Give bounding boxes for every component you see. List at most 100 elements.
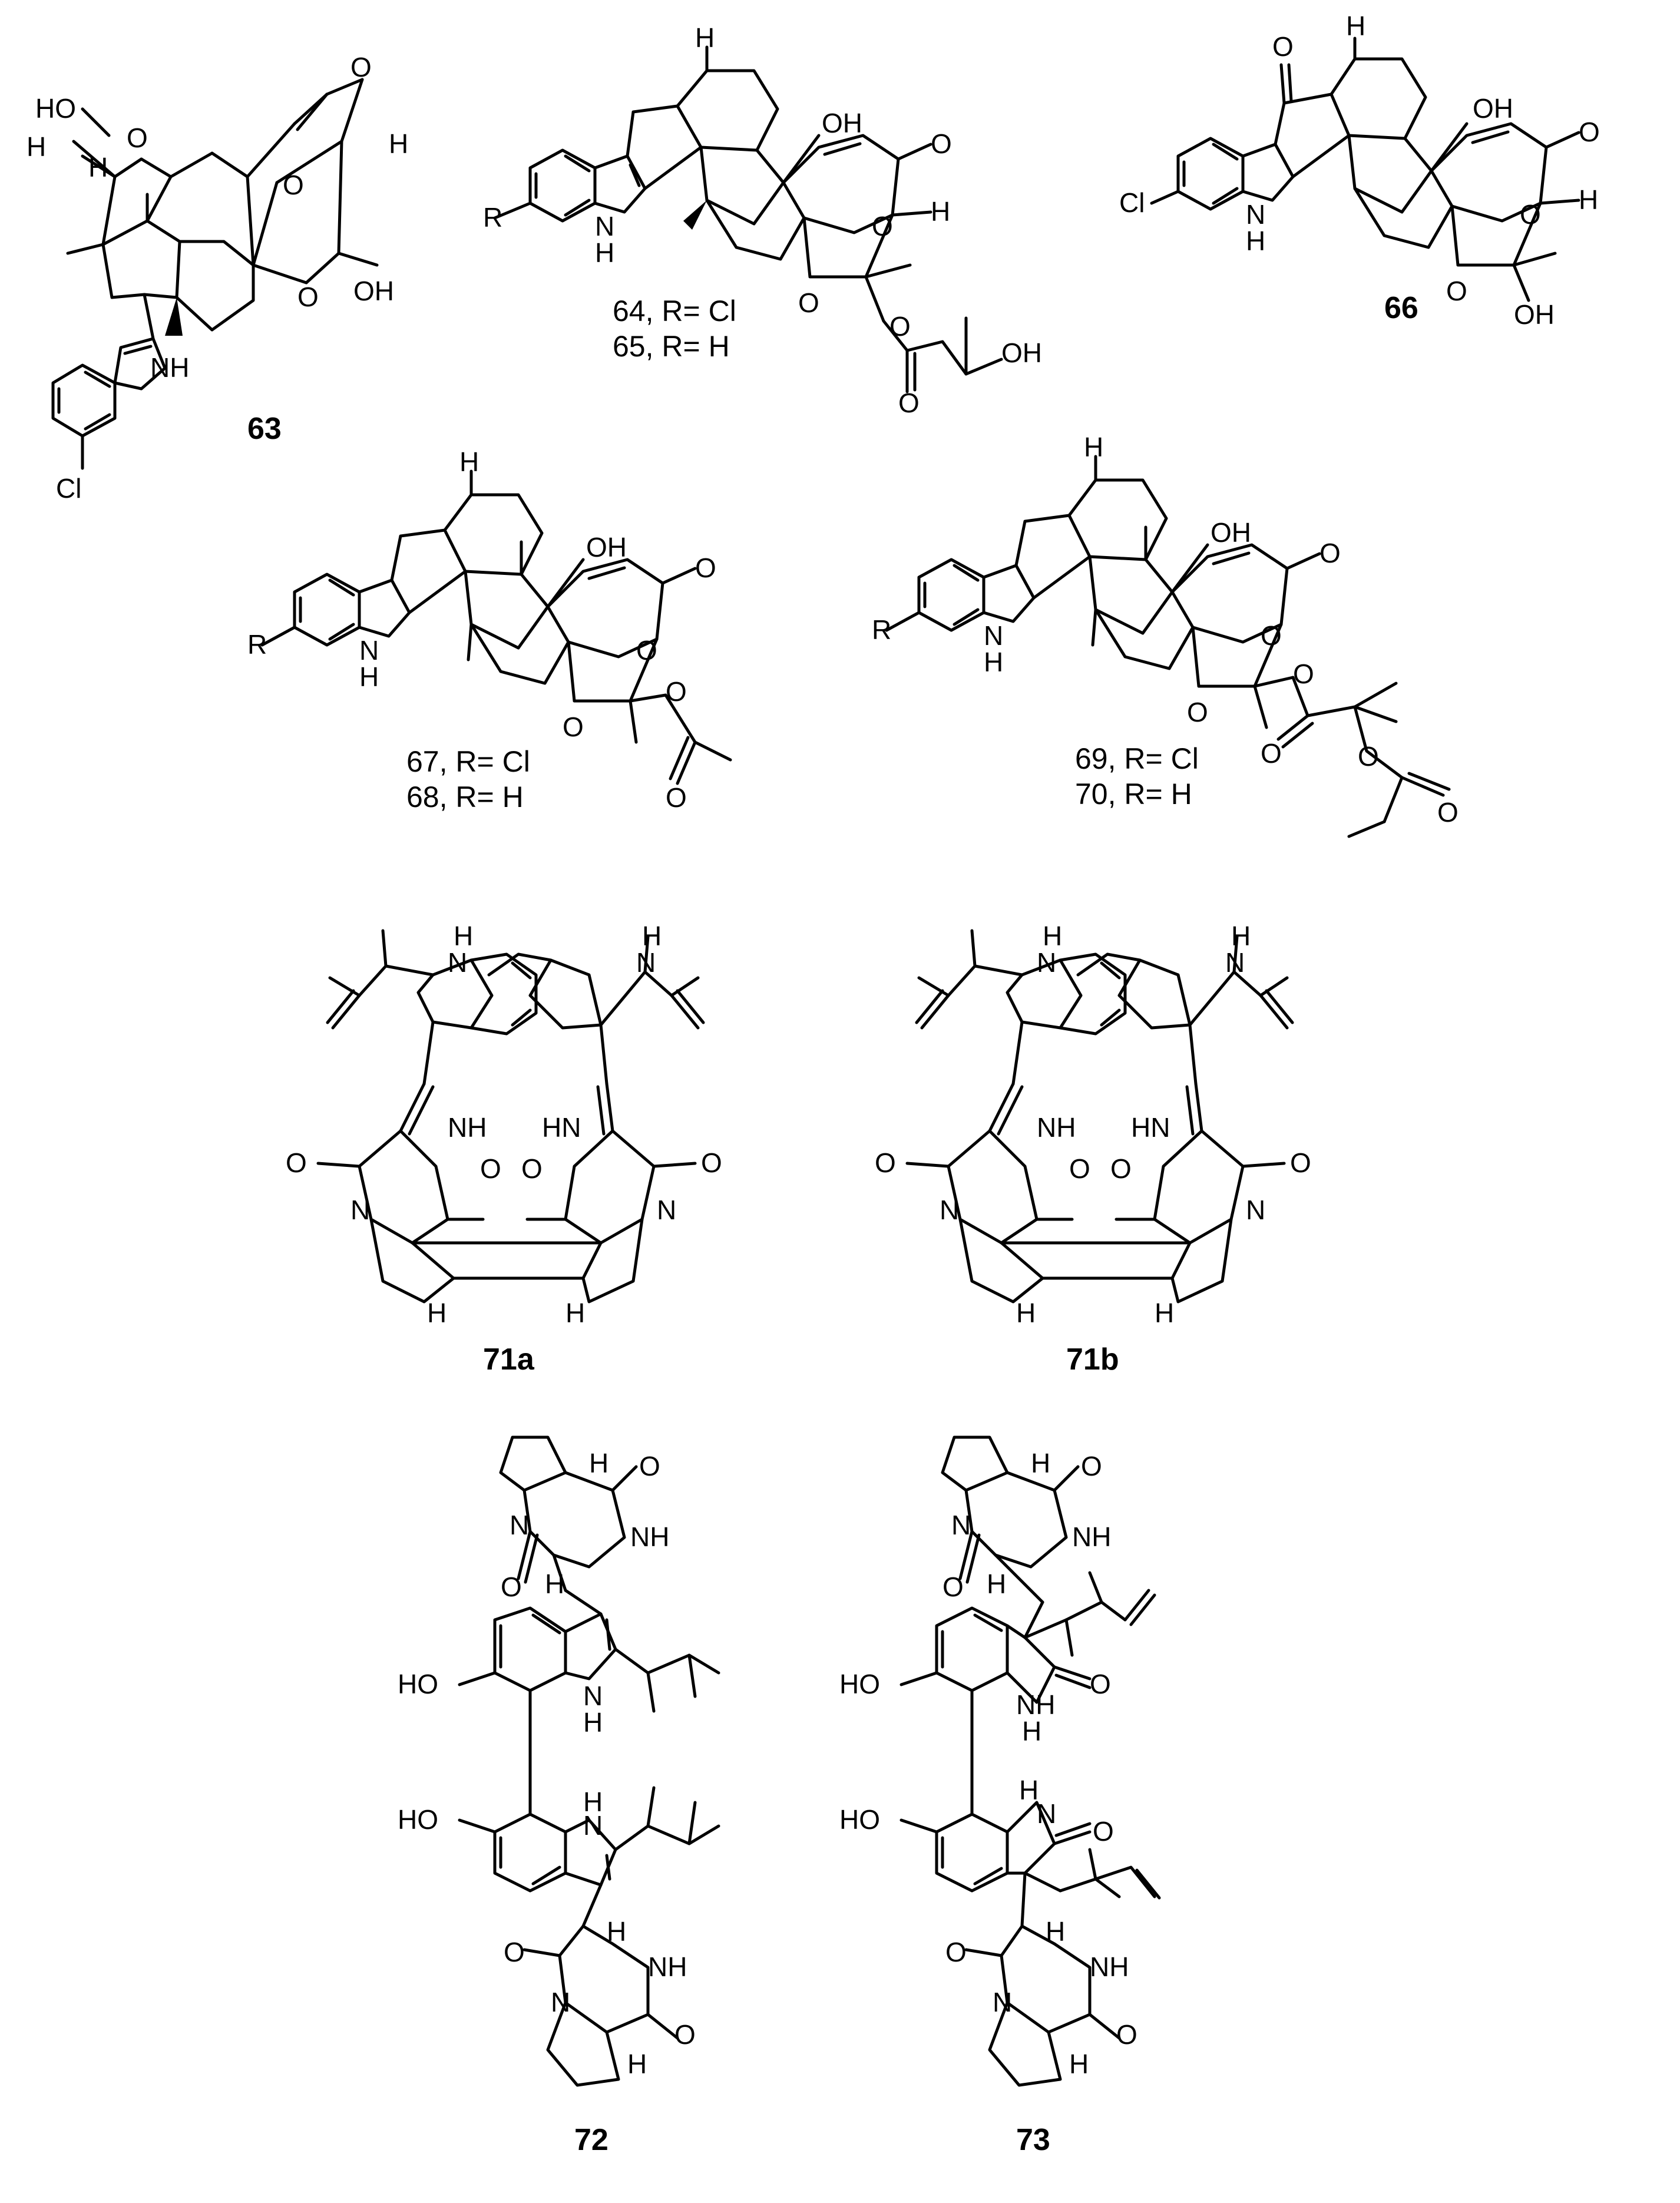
atom-n: N [551, 1987, 570, 2017]
atom-h: H [1579, 184, 1598, 215]
atom-o: O [1437, 797, 1459, 828]
structure-73: O H N NH O H HO O NH H H N HO O H O NH N… [839, 1435, 1161, 2157]
atom-n: N [984, 620, 1003, 651]
atom-oh: OH [586, 532, 627, 563]
atom-o: O [898, 388, 920, 418]
atom-o: O [674, 2019, 696, 2050]
atom-ho: HO [35, 93, 76, 124]
atom-o: O [127, 123, 148, 153]
atom-oh: OH [822, 108, 862, 138]
atom-o: O [297, 282, 319, 312]
atom-ho: HO [398, 1804, 438, 1835]
compound-id-66: 66 [1384, 291, 1418, 325]
atom-h: H [583, 1707, 603, 1738]
atom-r: R [247, 629, 267, 660]
structure-71b: H N H N NH HN O O O O N N H H 71b [875, 921, 1311, 1377]
atom-o: O [521, 1153, 543, 1184]
atom-o: O [1261, 738, 1282, 769]
atom-h: H [1022, 1716, 1041, 1746]
atom-o: O [501, 1572, 522, 1602]
atom-h: H [389, 128, 408, 159]
atom-h: H [595, 237, 614, 268]
atom-o: O [1069, 1153, 1090, 1184]
atom-o: O [872, 211, 893, 242]
atom-hn: HN [1131, 1112, 1170, 1143]
atom-h: H [589, 1448, 608, 1478]
caption-67: 67, R= Cl [406, 745, 530, 778]
atom-o: O [639, 1451, 660, 1481]
atom-o: O [695, 553, 716, 583]
atom-h: H [1231, 921, 1251, 951]
atom-ho: HO [839, 1804, 880, 1835]
atom-h: H [427, 1298, 447, 1328]
atom-hn: HN [542, 1112, 581, 1143]
atom-h: H [1246, 226, 1265, 256]
atom-o: O [1358, 741, 1379, 772]
atom-h: H [1155, 1298, 1174, 1328]
atom-h: H [1031, 1448, 1050, 1478]
atom-o: O [1293, 659, 1314, 689]
atom-oh: OH [1473, 93, 1513, 124]
atom-o: O [1520, 199, 1541, 230]
atom-nh: NH [630, 1521, 669, 1552]
atom-nh: NH [1037, 1112, 1076, 1143]
atom-nh: NH [448, 1112, 487, 1143]
structure-66: Cl N H O H OH O O H O OH 66 [1119, 11, 1600, 330]
atom-o: O [1187, 697, 1208, 727]
atom-h: H [1069, 2049, 1089, 2079]
atom-o: O [1090, 1669, 1111, 1699]
atom-h: H [359, 661, 379, 692]
atom-n: N [993, 1987, 1012, 2017]
atom-o: O [931, 128, 952, 159]
atom-h: H [1016, 1298, 1036, 1328]
atom-n: N [1037, 1798, 1056, 1829]
atom-h: H [459, 446, 479, 477]
structure-67-68: R N H H OH O O O O O 67, R= Cl 68, R= H [247, 446, 732, 813]
atom-h: H [607, 1916, 626, 1947]
caption-69: 69, R= Cl [1075, 742, 1199, 775]
atom-cl: Cl [56, 473, 81, 504]
atom-nh: NH [1016, 1689, 1055, 1720]
atom-o: O [1261, 620, 1282, 651]
atom-nh: NH [1090, 1951, 1129, 1982]
atom-h: H [987, 1569, 1006, 1599]
atom-h: H [1043, 921, 1062, 951]
atom-n: N [583, 1810, 603, 1841]
atom-n: N [359, 635, 379, 666]
atom-n: N [636, 947, 656, 978]
atom-oh: OH [1001, 338, 1042, 368]
atom-o: O [504, 1937, 525, 1967]
atom-h: H [695, 22, 715, 53]
atom-o: O [666, 782, 687, 813]
atom-nh: NH [648, 1951, 687, 1982]
structure-72: O H N NH O H HO N H H N HO H O NH N O H … [398, 1435, 720, 2157]
compound-id-71b: 71b [1066, 1342, 1119, 1377]
atom-n: N [1246, 199, 1265, 230]
atom-o: O [286, 1147, 307, 1178]
atom-n: N [657, 1195, 676, 1225]
atom-o: O [563, 712, 584, 742]
compound-id-71a: 71a [483, 1342, 535, 1377]
atom-o: O [1081, 1451, 1102, 1481]
atom-o: O [1579, 117, 1600, 147]
atom-n: N [940, 1195, 959, 1225]
atom-o: O [1272, 31, 1294, 62]
atom-h: H [545, 1569, 564, 1599]
atom-n: N [583, 1681, 603, 1711]
atom-o: O [942, 1572, 964, 1602]
atom-o: O [889, 311, 911, 342]
atom-h: H [1046, 1916, 1065, 1947]
compound-id-73: 73 [1016, 2123, 1050, 2157]
atom-n: N [350, 1195, 370, 1225]
atom-nh: NH [150, 352, 189, 383]
atom-h: H [1019, 1775, 1039, 1805]
atom-o: O [798, 287, 819, 318]
atom-o: O [636, 635, 657, 666]
atom-h: H [1084, 432, 1103, 462]
atom-o: O [875, 1147, 896, 1178]
atom-n: N [1037, 947, 1056, 978]
atom-oh: OH [1514, 299, 1555, 330]
compound-id-63: 63 [247, 412, 282, 446]
atom-o: O [1110, 1153, 1132, 1184]
